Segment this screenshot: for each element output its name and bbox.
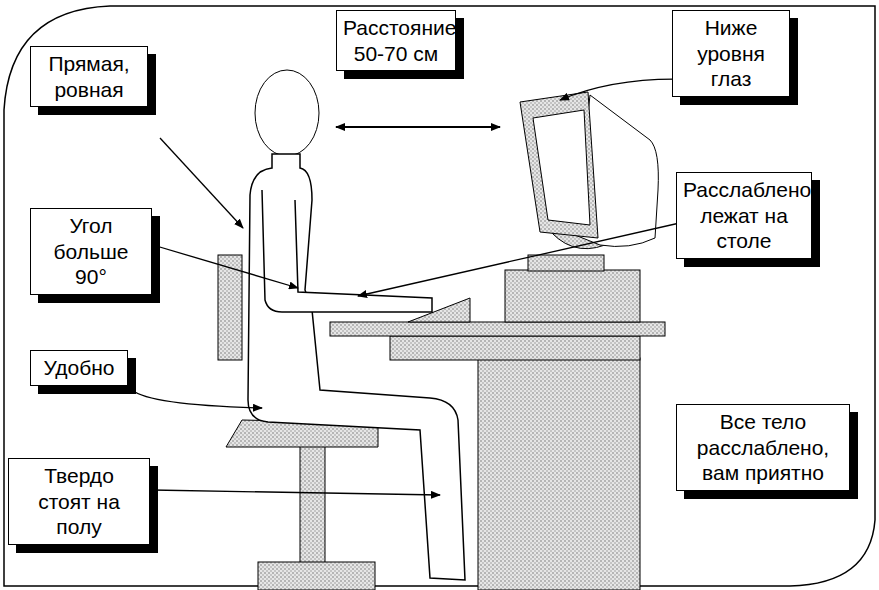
callout-box: Ниже уровня глаз (672, 10, 790, 97)
callout-text: Ниже уровня глаз (679, 15, 783, 92)
callout-text: Расстояние 50-70 см (343, 15, 449, 66)
callout-box: Угол больше 90° (30, 208, 152, 295)
callout-box: Твердо стоят на полу (8, 458, 150, 545)
callout-text: Расслаблено лежат на столе (683, 177, 805, 254)
callout-box: Расстояние 50-70 см (336, 10, 456, 71)
callout-box: Удобно (30, 350, 128, 386)
callout-text: Угол больше 90° (37, 213, 145, 290)
callout-text: Прямая, ровная (37, 51, 141, 102)
callout-box: Расслаблено лежат на столе (676, 172, 812, 259)
callout-text: Удобно (37, 355, 121, 381)
callout-box: Все тело расслаблено, вам приятно (676, 404, 850, 491)
callout-text: Твердо стоят на полу (15, 463, 143, 540)
callout-box: Прямая, ровная (30, 46, 148, 107)
callout-text: Все тело расслаблено, вам приятно (683, 409, 843, 486)
